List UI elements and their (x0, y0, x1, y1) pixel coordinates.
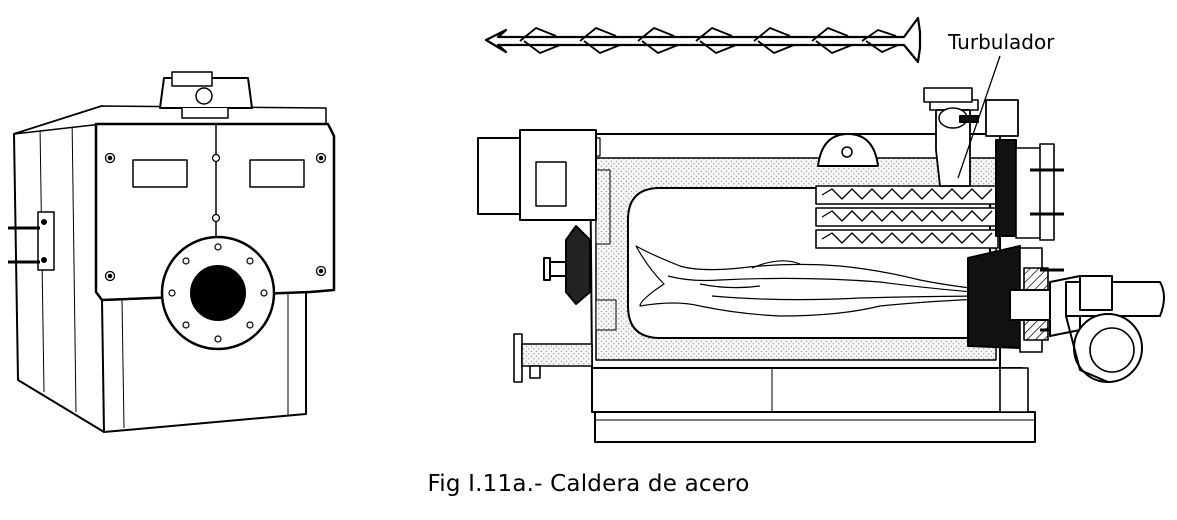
turbulator-callout-line (957, 55, 1001, 179)
turbulator-callout-label: Turbulador (947, 30, 1055, 54)
return-pipe (513, 333, 593, 383)
control-panel-box (477, 129, 597, 221)
door-bolts (104, 152, 327, 282)
burner (1009, 275, 1165, 383)
burner-flange (160, 235, 276, 351)
boiler-cross-section (477, 87, 1165, 443)
boiler-exterior-view (8, 71, 336, 433)
flame (635, 245, 1011, 317)
turbulator-element (484, 16, 922, 64)
rear-inspection-port (543, 225, 591, 305)
turbulator-tubes (815, 185, 999, 249)
figure-caption: Fig I.11a.- Caldera de acero (427, 471, 750, 497)
